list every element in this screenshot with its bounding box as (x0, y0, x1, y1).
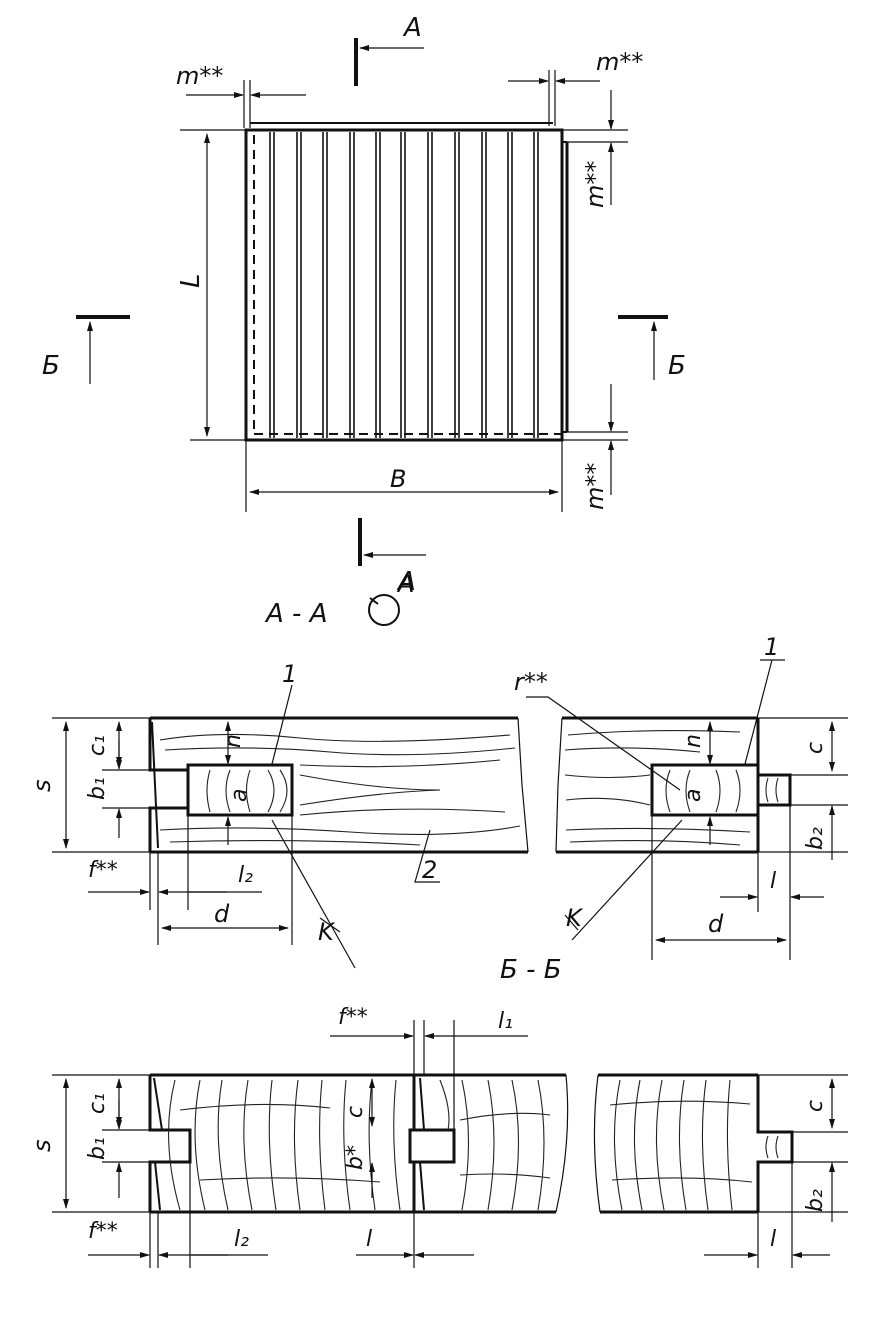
plan-view: A A m** m** (42, 13, 686, 597)
dim-length: L (176, 129, 246, 441)
aa-dim-b2: b₂ (803, 827, 828, 850)
bb-dim-b1: b₁ (85, 1137, 110, 1160)
bb-dim-b-star: b* (343, 1145, 368, 1170)
aa-part-1-right: 1 (764, 633, 779, 661)
section-aa-title: A - A (264, 599, 327, 629)
bb-dim-c1: c₁ (85, 1093, 110, 1114)
aa-dim-c: c (803, 742, 828, 754)
dim-m-top-left: m** (176, 62, 306, 128)
section-bb: Б - Б (28, 955, 848, 1268)
section-mark-a-top: A (354, 13, 424, 86)
aa-right-board (555, 716, 792, 854)
dim-m-top-right: m** (508, 48, 643, 126)
dim-length-label: L (176, 274, 206, 289)
aa-dim-b1: b₁ (85, 777, 110, 800)
section-mark-a-bottom-label: A (396, 567, 416, 597)
section-bb-title: Б - Б (500, 955, 562, 985)
bb-dim-f: f** (88, 1219, 118, 1244)
aa-dim-s: s (28, 779, 56, 792)
aa-left-board (148, 716, 529, 854)
bb-left-board (148, 1073, 569, 1214)
dim-width: B (245, 440, 563, 512)
dim-m-right-top-label: m** (581, 161, 609, 208)
bb-dim-l2: l₂ (234, 1227, 249, 1252)
aa-left-dims: s c₁ b₁ n a 1 2 f** l₂ d (28, 660, 440, 969)
bb-dim-l1: l₁ (498, 1009, 513, 1034)
dim-width-label: B (390, 465, 406, 493)
aa-dim-a-right: a (681, 789, 706, 802)
section-mark-b-left-label: Б (42, 351, 60, 381)
aa-dim-n-right: n (681, 734, 706, 748)
bb-right-board (593, 1073, 794, 1214)
aa-dim-d-right: d (708, 910, 724, 938)
aa-dim-l2: l₂ (238, 863, 253, 888)
aa-dim-a: a (227, 789, 252, 802)
dim-m-right-bottom-label: m** (581, 463, 609, 510)
dim-m-top-left-label: m** (176, 62, 223, 90)
section-mark-a-top-label: A (402, 13, 422, 43)
aa-dim-l: l (770, 869, 776, 894)
section-aa-flag: A (396, 570, 414, 598)
dim-m-right-bottom: m** (562, 384, 628, 510)
bb-dim-f-top: f** (338, 1005, 368, 1030)
section-aa: A - A A (28, 570, 848, 969)
aa-mark-k-left: K (318, 918, 336, 946)
dim-m-right-top: m** (560, 90, 628, 208)
section-aa-circle-symbol (368, 594, 400, 626)
section-mark-b-right-label: Б (668, 351, 686, 381)
section-mark-a-bottom: A (358, 518, 426, 597)
aa-dim-d-left: d (214, 900, 230, 928)
bb-right-dims: c b₂ l (704, 1074, 848, 1268)
panel-planks (269, 132, 539, 438)
aa-dim-f: f** (88, 858, 118, 883)
aa-dim-n: n (221, 734, 246, 748)
bb-left-dims: s c₁ b₁ c b* f** l₁ f** l₂ (28, 1005, 528, 1268)
aa-part-2: 2 (422, 856, 437, 884)
bb-dim-s: s (28, 1139, 56, 1152)
bb-dim-l: l (770, 1227, 776, 1252)
aa-mark-k-right: K (566, 904, 584, 932)
bb-dim-c-mid: c (343, 1106, 368, 1118)
bb-dim-l-mid: l (366, 1227, 372, 1252)
aa-part-1: 1 (282, 660, 297, 688)
aa-dim-r: r** (514, 668, 548, 696)
section-mark-b-right: Б (618, 315, 686, 381)
aa-right-dims: c b₂ n a 1 r** l d K (514, 633, 848, 960)
bb-dim-c: c (803, 1100, 828, 1112)
aa-dim-c1: c₁ (85, 735, 110, 756)
panel-outline (244, 122, 569, 442)
section-mark-b-left: Б (42, 315, 130, 384)
bb-dim-b2: b₂ (803, 1189, 828, 1212)
dim-m-top-right-label: m** (596, 48, 643, 76)
